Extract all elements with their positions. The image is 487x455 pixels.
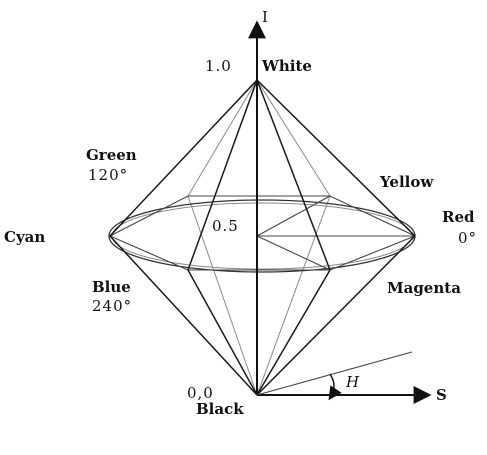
blue-degree-label: 240° xyxy=(92,297,132,315)
white-label: White xyxy=(261,57,312,75)
hue-angle-arc xyxy=(328,373,342,401)
intensity-axis-label: I xyxy=(262,8,269,26)
saturation-axis-label: S xyxy=(436,386,447,404)
red-degree-label: 0° xyxy=(458,229,477,247)
black-value-label: 0,0 xyxy=(187,384,214,402)
hue-reference-line xyxy=(256,351,413,396)
blue-label: Blue xyxy=(92,278,131,296)
lower-cone-edges xyxy=(109,235,416,396)
red-label: Red xyxy=(442,208,475,226)
green-label: Green xyxy=(86,146,137,164)
upper-cone-edges xyxy=(109,79,416,271)
hue-axis-label: H xyxy=(345,373,360,391)
cyan-label: Cyan xyxy=(4,228,45,246)
white-value-label: 1.0 xyxy=(205,57,232,75)
magenta-label: Magenta xyxy=(387,279,461,297)
mid-intensity-label: 0.5 xyxy=(212,217,239,235)
black-label: Black xyxy=(196,400,244,418)
green-degree-label: 120° xyxy=(88,166,128,184)
hexagon-radials xyxy=(256,195,415,271)
yellow-label: Yellow xyxy=(379,173,434,191)
